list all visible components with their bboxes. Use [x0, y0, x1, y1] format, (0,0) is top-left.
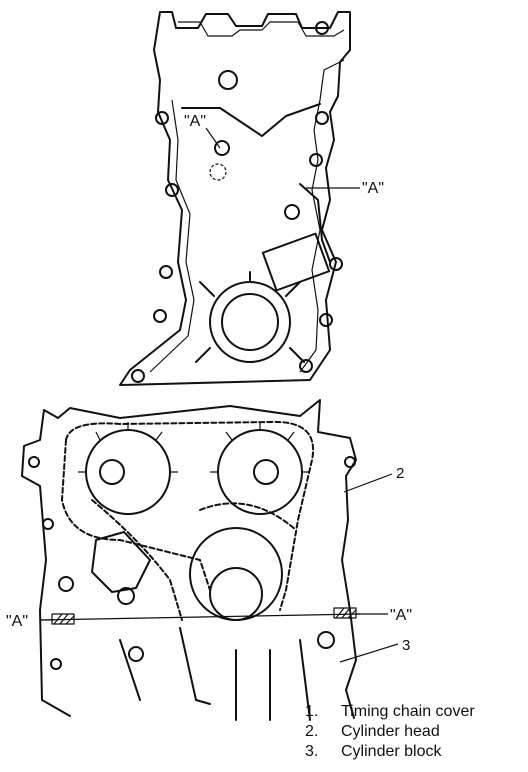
cylinder-block-outline: [39, 609, 357, 721]
legend-item-number: 1.: [305, 703, 319, 720]
crank-seal-spokes: [195, 271, 305, 363]
callout-leader-2: [343, 473, 393, 493]
legend-item: 2. Cylinder head: [305, 722, 475, 742]
sealant-mark-a-top-left: "A": [184, 113, 206, 130]
callout-number-2: 2: [396, 465, 404, 482]
callout-number-3: 3: [402, 637, 410, 654]
timing-chain-cross: [91, 499, 297, 621]
cover-bolt-hole: [315, 21, 329, 35]
guide-bolt: [58, 576, 74, 592]
cover-bolt-hole: [329, 257, 343, 271]
sealant-point-right-hatch: [335, 607, 357, 619]
tensioner-bolt-ring: [209, 163, 227, 181]
cylinder-head-outline: [21, 399, 357, 611]
cover-bolt-hole: [299, 359, 313, 373]
sealant-mark-a-bottom-right: "A": [390, 607, 412, 624]
tensioner-bolt: [214, 140, 230, 156]
sealant-mark-a-top-right: "A": [362, 180, 384, 197]
block-bolt: [50, 658, 62, 670]
oil-pump-block: [261, 232, 331, 292]
intake-cam-bolt: [99, 459, 125, 485]
legend-item: 1. Timing chain cover: [305, 702, 475, 722]
legend-item-text: Timing chain cover: [341, 703, 475, 720]
parts-legend: 1. Timing chain cover 2. Cylinder head 3…: [305, 702, 475, 762]
intake-cam-sprocket: [85, 429, 171, 515]
cover-bolt-hole: [131, 369, 145, 383]
cover-bolt-hole: [165, 183, 179, 197]
cover-bolt-hole: [218, 70, 238, 90]
cover-outline: [119, 11, 351, 386]
head-bolt: [344, 456, 356, 468]
head-block-joint: [39, 613, 361, 621]
crank-seal-inner: [221, 293, 279, 351]
head-bolt: [42, 518, 54, 530]
legend-item-text: Cylinder block: [341, 743, 442, 760]
cam-sprocket-teeth: [78, 422, 310, 473]
cover-bolt-hole: [309, 153, 323, 167]
timing-chain-left: [61, 439, 211, 591]
crank-hub: [209, 567, 263, 621]
tensioner-pivot: [117, 587, 135, 605]
legend-item-number: 2.: [305, 723, 319, 740]
cover-bolt-hole: [159, 265, 173, 279]
timing-chain-assembly-drawing: [21, 399, 361, 721]
sealant-mark-a-bottom-left: "A": [6, 613, 28, 630]
chain-tensioner: [91, 531, 151, 593]
cover-bolt-hole: [153, 309, 167, 323]
exhaust-cam-sprocket: [217, 429, 303, 515]
cover-bolt-hole: [315, 111, 329, 125]
callout-leader-3: [339, 643, 399, 663]
timing-chain-cover-drawing: [119, 11, 351, 386]
legend-item-text: Cylinder head: [341, 723, 440, 740]
cover-sealant-line: [299, 183, 331, 263]
head-bolt: [28, 456, 40, 468]
cover-upper-rib: [181, 103, 321, 137]
exhaust-cam-bolt: [253, 459, 279, 485]
cover-inner-contour: [149, 21, 345, 373]
legend-item: 3. Cylinder block: [305, 742, 475, 762]
sealant-point-right: [333, 607, 357, 619]
block-bolt: [317, 631, 335, 649]
cover-bolt-hole: [155, 111, 169, 125]
cover-bolt-hole: [284, 204, 300, 220]
block-bolt: [128, 646, 144, 662]
legend-item-number: 3.: [305, 743, 319, 760]
callout-leader-a-top-left: [205, 127, 221, 149]
timing-chain-upper: [65, 420, 315, 611]
cover-bolt-hole: [319, 313, 333, 327]
